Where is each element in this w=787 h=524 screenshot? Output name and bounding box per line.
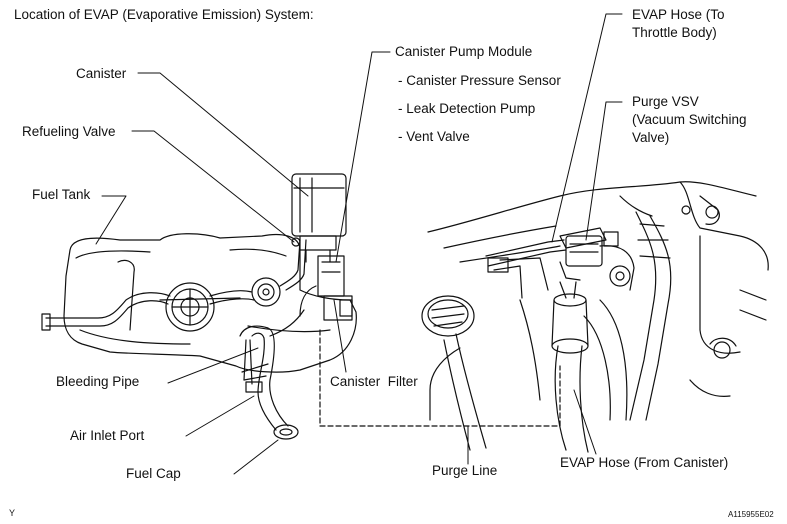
fuel-tank [63, 233, 357, 373]
label-evap-hose-throttle-line1: EVAP Hose (To [632, 7, 725, 22]
filler-neck [239, 309, 305, 440]
label-leak-detection-pump: - Leak Detection Pump [398, 101, 536, 116]
purge-line-path [319, 329, 561, 427]
label-purge-vsv-line1: Purge VSV [632, 94, 699, 109]
label-air-inlet-port: Air Inlet Port [70, 428, 145, 443]
diagram-title: Location of EVAP (Evaporative Emission) … [14, 7, 314, 22]
fuel-lines [41, 239, 307, 331]
label-vent-valve: - Vent Valve [398, 129, 470, 144]
label-bleeding-pipe: Bleeding Pipe [56, 374, 140, 389]
fuel-pump-disc [165, 282, 215, 332]
leader-lines [95, 13, 623, 475]
label-evap-hose-from-canister: EVAP Hose (From Canister) [560, 455, 729, 470]
label-purge-vsv-line3: Valve) [632, 130, 670, 145]
purge-vsv-shape [559, 231, 635, 291]
label-canister-pump-module: Canister Pump Module [395, 44, 533, 59]
sender-disc [251, 277, 281, 307]
label-canister-pressure-sensor: - Canister Pressure Sensor [398, 73, 561, 88]
corner-mark-right: A115955E02 [728, 510, 774, 519]
label-canister-filter: Canister Filter [330, 374, 418, 389]
label-purge-vsv-line2: (Vacuum Switching [632, 112, 747, 127]
oil-filler-cap [421, 295, 475, 337]
label-purge-line: Purge Line [432, 463, 498, 478]
label-fuel-tank: Fuel Tank [32, 187, 91, 202]
pump-module [299, 255, 353, 321]
label-canister: Canister [76, 66, 127, 81]
corner-mark-left: Y [9, 508, 16, 518]
label-refueling-valve: Refueling Valve [22, 124, 116, 139]
evap-hose-canister-shape [551, 281, 589, 453]
label-fuel-cap: Fuel Cap [126, 466, 181, 481]
engine-compartment [427, 181, 769, 451]
label-evap-hose-throttle-line2: Throttle Body) [632, 25, 717, 40]
evap-hose-throttle-shape [485, 227, 607, 273]
